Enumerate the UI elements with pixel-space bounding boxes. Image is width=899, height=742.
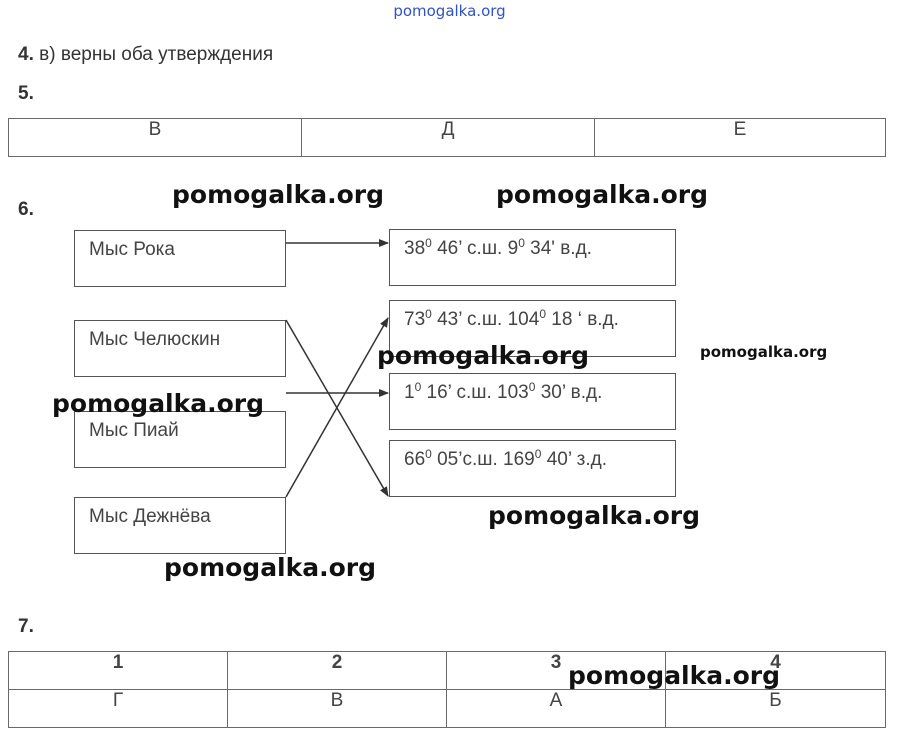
- table-row: В Д Е: [8, 118, 886, 157]
- table-cell: А: [446, 689, 666, 728]
- watermark: pomogalka.org: [377, 341, 590, 370]
- question-7-number: 7.: [18, 616, 34, 637]
- watermark: pomogalka.org: [700, 343, 828, 361]
- table-cell: Б: [665, 689, 886, 728]
- table-header-cell: 3: [446, 651, 666, 690]
- question-5-table: В Д Е: [8, 118, 886, 157]
- watermark: pomogalka.org: [496, 180, 709, 209]
- coord-box-1: 380 46’ с.ш. 90 34' в.д.: [389, 229, 676, 286]
- watermark: pomogalka.org: [52, 389, 265, 418]
- question-4-number: 4.: [18, 44, 34, 65]
- question-5-number: 5.: [18, 83, 34, 104]
- watermark: pomogalka.org: [172, 180, 385, 209]
- cape-label: Мыс Рока: [89, 239, 175, 260]
- cape-label: Мыс Дежнёва: [89, 506, 211, 527]
- cape-box-dezhnev: Мыс Дежнёва: [74, 497, 286, 554]
- table-row: Г В А Б: [8, 689, 886, 728]
- watermark: pomogalka.org: [568, 661, 781, 690]
- header-watermark: pomogalka.org: [393, 2, 506, 20]
- question-4: 4. в) верны оба утверждения: [18, 44, 273, 66]
- coord-text: 380 46’ с.ш. 90 34' в.д.: [404, 236, 592, 259]
- question-7-table: 1 2 3 4 Г В А Б: [8, 651, 886, 728]
- cape-label: Мыс Челюскин: [89, 329, 221, 350]
- cape-box-chelyuskin: Мыс Челюскин: [74, 320, 286, 377]
- coord-box-3: 10 16’ с.ш. 1030 30’ в.д.: [389, 373, 676, 430]
- cape-box-roca: Мыс Рока: [74, 230, 286, 287]
- coord-text: 660 05’с.ш. 1690 40’ з.д.: [404, 447, 608, 470]
- cape-label: Мыс Пиай: [89, 420, 179, 441]
- table-row: 1 2 3 4: [8, 651, 886, 690]
- table-cell: Г: [8, 689, 228, 728]
- coord-box-4: 660 05’с.ш. 1690 40’ з.д.: [389, 440, 676, 497]
- table-cell: Д: [301, 118, 595, 157]
- table-cell: В: [227, 689, 447, 728]
- coord-text: 730 43’ с.ш. 1040 18 ‘ в.д.: [404, 307, 619, 330]
- arrow-dezhnev: [285, 317, 389, 498]
- question-6-number: 6.: [18, 199, 34, 220]
- question-4-answer: в) верны оба утверждения: [39, 44, 274, 65]
- coord-text: 10 16’ с.ш. 1030 30’ в.д.: [404, 380, 603, 403]
- coord-box-2: 730 43’ с.ш. 1040 18 ‘ в.д.: [389, 300, 676, 357]
- table-cell: Е: [594, 118, 886, 157]
- watermark: pomogalka.org: [164, 553, 377, 582]
- cape-box-piai: Мыс Пиай: [74, 411, 286, 468]
- table-cell: В: [8, 118, 302, 157]
- watermark: pomogalka.org: [488, 501, 701, 530]
